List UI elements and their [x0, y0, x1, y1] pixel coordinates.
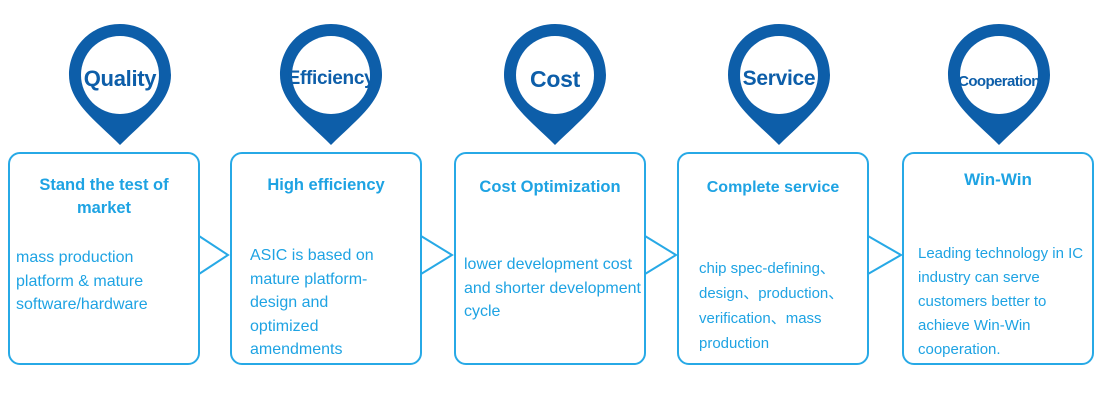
pin-label-service: Service [742, 67, 816, 90]
pin-quality: Quality [67, 22, 173, 147]
pin-cost: Cost [502, 22, 608, 147]
card-title-service: Complete service [706, 179, 840, 196]
map-pin-icon [728, 24, 830, 145]
card-title-efficiency: High efficiency [267, 176, 385, 194]
pin-service: Service [726, 22, 832, 147]
pin-efficiency: Efficiency [278, 22, 384, 147]
card-cooperation: Win-Win Leading technology in IC industr… [902, 152, 1094, 365]
card-title-cooperation: Win-Win [964, 170, 1032, 189]
card-efficiency: High efficiency ASIC is based on mature … [230, 152, 422, 365]
card-description-cost: lower development cost and shorter devel… [464, 256, 641, 320]
map-pin-icon [280, 24, 382, 145]
pin-cooperation: Cooperation [946, 22, 1052, 147]
connector-arrow-2 [420, 235, 454, 275]
card-service: Complete service chip spec-defining、desi… [677, 152, 869, 365]
connector-arrow-1 [198, 235, 230, 275]
card-description-efficiency: ASIC is based on mature platform-design … [250, 247, 374, 358]
card-title-cost: Cost Optimization [479, 178, 621, 196]
card-description-quality: mass production platform & mature softwa… [16, 249, 148, 313]
card-cost: Cost Optimization lower development cost… [454, 152, 646, 365]
pin-label-quality: Quality [83, 66, 157, 91]
card-description-cooperation: Leading technology in IC industry can se… [918, 245, 1084, 358]
pin-label-cooperation: Cooperation [958, 73, 1040, 90]
map-pin-icon [504, 24, 606, 145]
map-pin-icon [948, 24, 1050, 145]
connector-arrow-3 [644, 235, 678, 275]
card-quality: Stand the test of market mass production… [8, 152, 200, 365]
card-title-quality: Stand the test of market [39, 176, 169, 217]
connector-arrow-4 [867, 235, 904, 275]
pin-label-cost: Cost [530, 66, 580, 92]
map-pin-icon [69, 24, 171, 145]
pin-label-efficiency: Efficiency [287, 68, 375, 89]
card-description-service: chip spec-defining、design、production、ver… [699, 260, 844, 352]
